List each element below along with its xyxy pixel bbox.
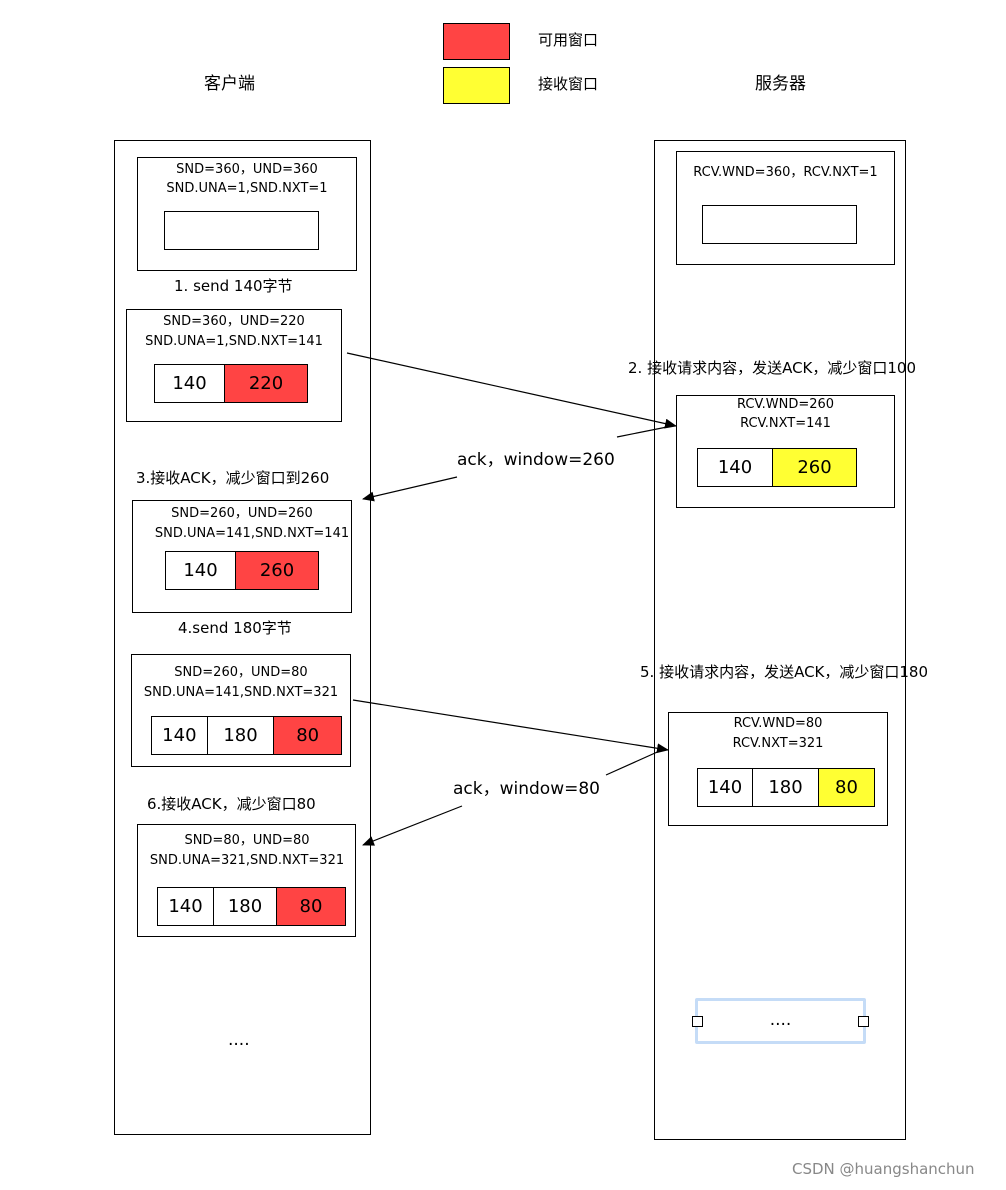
- client-state-0-window: [164, 211, 319, 250]
- client-state-1-window: 140 220: [154, 364, 308, 403]
- legend-receive-swatch: [443, 67, 510, 104]
- client-step-4: 4.send 180字节: [178, 619, 292, 637]
- server-state-1-window: 140 260: [697, 448, 857, 487]
- client-state-2-line1: SND=260，UND=260: [171, 506, 313, 521]
- client-state-4-line1: SND=80，UND=80: [184, 833, 310, 848]
- legend-available-label: 可用窗口: [538, 31, 599, 49]
- server-state-0-window: [702, 205, 857, 244]
- window-cell-available: 260: [235, 551, 319, 590]
- client-state-0-line2: SND.UNA=1,SND.NXT=1: [166, 181, 328, 196]
- arrow-send-180: [352, 699, 669, 754]
- client-ellipsis: ....: [228, 1030, 250, 1050]
- arrow-ack-80-b: [362, 805, 463, 846]
- arrow-ack-260-a: [616, 425, 673, 438]
- client-state-1-line2: SND.UNA=1,SND.NXT=141: [145, 334, 323, 349]
- server-state-1-line2: RCV.NXT=141: [740, 416, 831, 431]
- arrow-send-140: [346, 352, 677, 429]
- client-state-3-window: 140 180 80: [151, 716, 342, 755]
- legend-receive-label: 接收窗口: [538, 75, 599, 93]
- server-ellipsis: ....: [769, 1010, 792, 1030]
- client-state-4-window: 140 180 80: [157, 887, 346, 926]
- client-step-6: 6.接收ACK，减少窗口80: [147, 795, 316, 813]
- client-state-2-window: 140 260: [165, 551, 319, 590]
- server-state-1-line1: RCV.WND=260: [736, 397, 835, 412]
- server-state-2-line2: RCV.NXT=321: [732, 736, 824, 751]
- client-state-3-line2: SND.UNA=141,SND.NXT=321: [143, 685, 339, 700]
- client-step-1: 1. send 140字节: [174, 277, 293, 295]
- message-ack-260: ack，window=260: [455, 450, 617, 471]
- server-state-0-line1: RCV.WND=360，RCV.NXT=1: [693, 165, 878, 180]
- window-cell-available: 220: [224, 364, 308, 403]
- server-state-2-line1: RCV.WND=80: [733, 716, 823, 731]
- resize-handle-left[interactable]: [692, 1016, 703, 1027]
- watermark: CSDN @huangshanchun: [792, 1160, 975, 1178]
- window-cell-available: 80: [276, 887, 346, 926]
- client-state-4-line2: SND.UNA=321,SND.NXT=321: [149, 853, 345, 868]
- server-step-2: 2. 接收请求内容，发送ACK，减少窗口100: [628, 359, 917, 377]
- client-state-0-line1: SND=360，UND=360: [176, 162, 318, 177]
- window-cell-receive: 260: [772, 448, 857, 487]
- client-step-3: 3.接收ACK，减少窗口到260: [136, 469, 330, 487]
- window-cell-receive: 80: [818, 768, 875, 807]
- client-lifeline: [114, 140, 371, 1135]
- legend-available-swatch: [443, 23, 510, 60]
- window-cell-available: 80: [273, 716, 342, 755]
- message-ack-80: ack，window=80: [451, 779, 602, 800]
- arrow-ack-80-a: [605, 748, 665, 776]
- client-state-2-line2: SND.UNA=141,SND.NXT=141: [154, 526, 350, 541]
- server-step-5: 5. 接收请求内容，发送ACK，减少窗口180: [640, 663, 929, 681]
- arrow-ack-260-b: [362, 476, 458, 502]
- server-title: 服务器: [755, 74, 806, 94]
- client-state-1-line1: SND=360，UND=220: [163, 314, 305, 329]
- client-title: 客户端: [204, 74, 255, 94]
- client-state-3-line1: SND=260，UND=80: [174, 665, 308, 680]
- server-state-2-window: 140 180 80: [697, 768, 875, 807]
- server-lifeline: [654, 140, 906, 1140]
- resize-handle-right[interactable]: [858, 1016, 869, 1027]
